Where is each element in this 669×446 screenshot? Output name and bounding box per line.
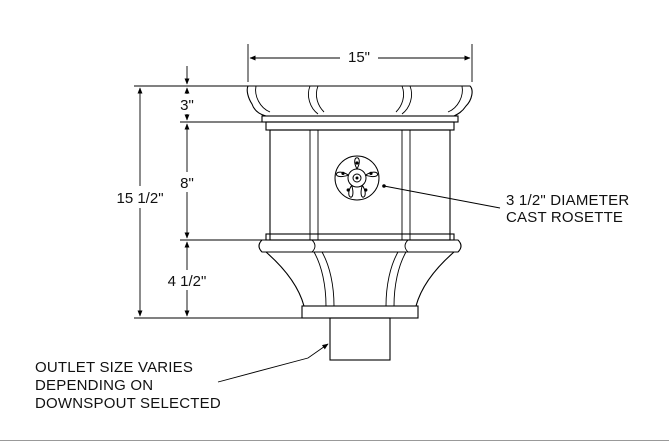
leader-head-outline xyxy=(246,85,473,361)
collar-height-label: 3" xyxy=(180,97,194,114)
width-label: 15" xyxy=(348,49,370,66)
outlet-callout-line1: OUTLET SIZE VARIES xyxy=(35,359,193,376)
outlet-callout: OUTLET SIZE VARIES DEPENDING ON DOWNSPOU… xyxy=(35,343,329,412)
page-bottom-rule xyxy=(0,440,669,441)
body-height-label: 8" xyxy=(180,175,194,192)
rosette-callout: 3 1/2" DIAMETER CAST ROSETTE xyxy=(382,184,629,226)
rosette-callout-line1: 3 1/2" DIAMETER xyxy=(506,192,629,209)
height-dimensions: 15 1/2" 3" 8" 4 1/2" xyxy=(106,66,302,319)
outlet-callout-line2: DEPENDING ON xyxy=(35,377,153,394)
rosette-icon xyxy=(334,155,380,201)
rosette-callout-line2: CAST ROSETTE xyxy=(506,209,623,226)
outlet-callout-line3: DOWNSPOUT SELECTED xyxy=(35,395,221,412)
width-dimension: 15" xyxy=(247,44,473,82)
total-height-label: 15 1/2" xyxy=(116,190,163,207)
taper-height-label: 4 1/2" xyxy=(168,273,207,290)
